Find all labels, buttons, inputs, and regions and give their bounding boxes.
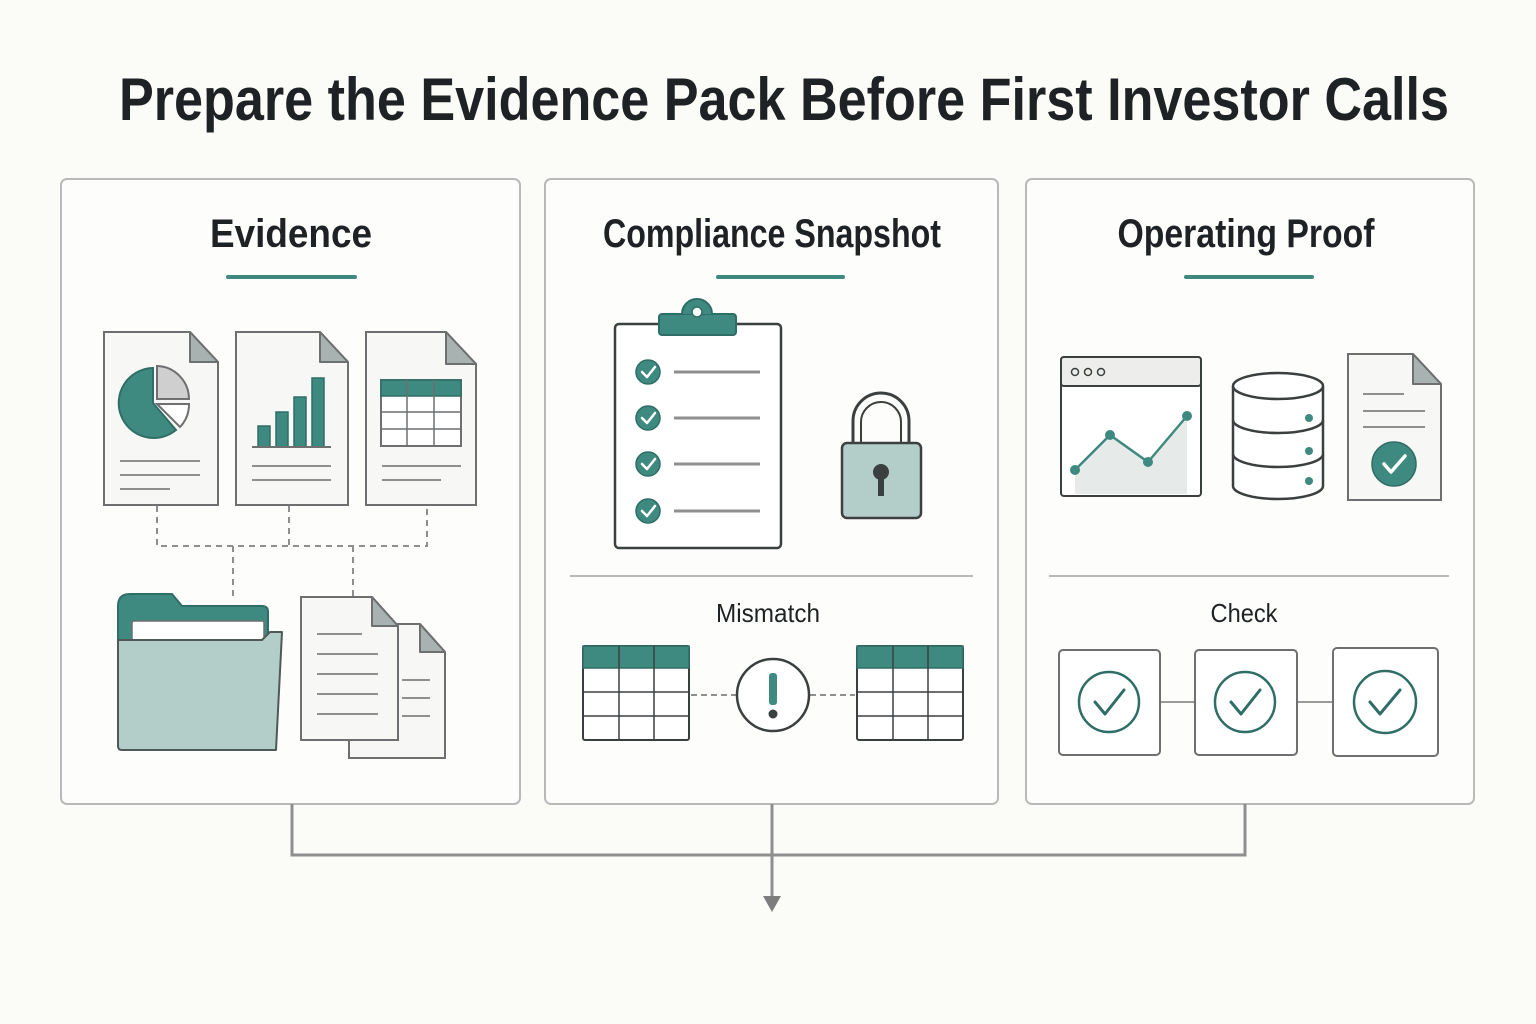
table-icon (582, 645, 690, 741)
mismatch-label: Mismatch (716, 598, 820, 628)
table-document-icon (365, 331, 477, 506)
database-icon (1231, 371, 1325, 501)
check-circle-icon (1194, 649, 1298, 756)
check-item (635, 451, 760, 477)
page-title: Prepare the Evidence Pack Before First I… (119, 66, 1449, 133)
merge-connector (290, 804, 1247, 898)
line-chart-window-icon (1060, 356, 1202, 497)
panel-title-operating-proof: Operating Proof (1118, 212, 1376, 256)
folder-icon (117, 593, 283, 751)
check-circle-icon (1058, 649, 1161, 756)
table-icon (856, 645, 964, 741)
check-item (635, 405, 760, 431)
padlock-icon (840, 391, 923, 520)
check-circle-icon (1332, 647, 1439, 757)
title-underline (1184, 275, 1314, 279)
dashed-connectors (156, 506, 428, 600)
panel-evidence: Evidence (60, 178, 521, 805)
verified-document-icon (1347, 353, 1442, 501)
panel-operating-proof: Operating Proof (1025, 178, 1475, 805)
check-item (635, 498, 760, 524)
check-item (635, 359, 760, 385)
check-label: Check (1211, 598, 1279, 628)
title-underline (716, 275, 845, 279)
panel-title-evidence: Evidence (210, 212, 372, 256)
panel-compliance-snapshot: Compliance Snapshot (544, 178, 999, 805)
title-underline (226, 275, 357, 279)
bar-chart-document-icon (235, 331, 349, 506)
panel-title-compliance-snapshot: Compliance Snapshot (603, 212, 941, 256)
alert-icon (735, 657, 811, 733)
down-arrow-icon (763, 896, 781, 912)
pie-chart-document-icon (103, 331, 219, 506)
checklist-clipboard-icon (613, 298, 783, 550)
stacked-documents-icon (300, 596, 446, 759)
